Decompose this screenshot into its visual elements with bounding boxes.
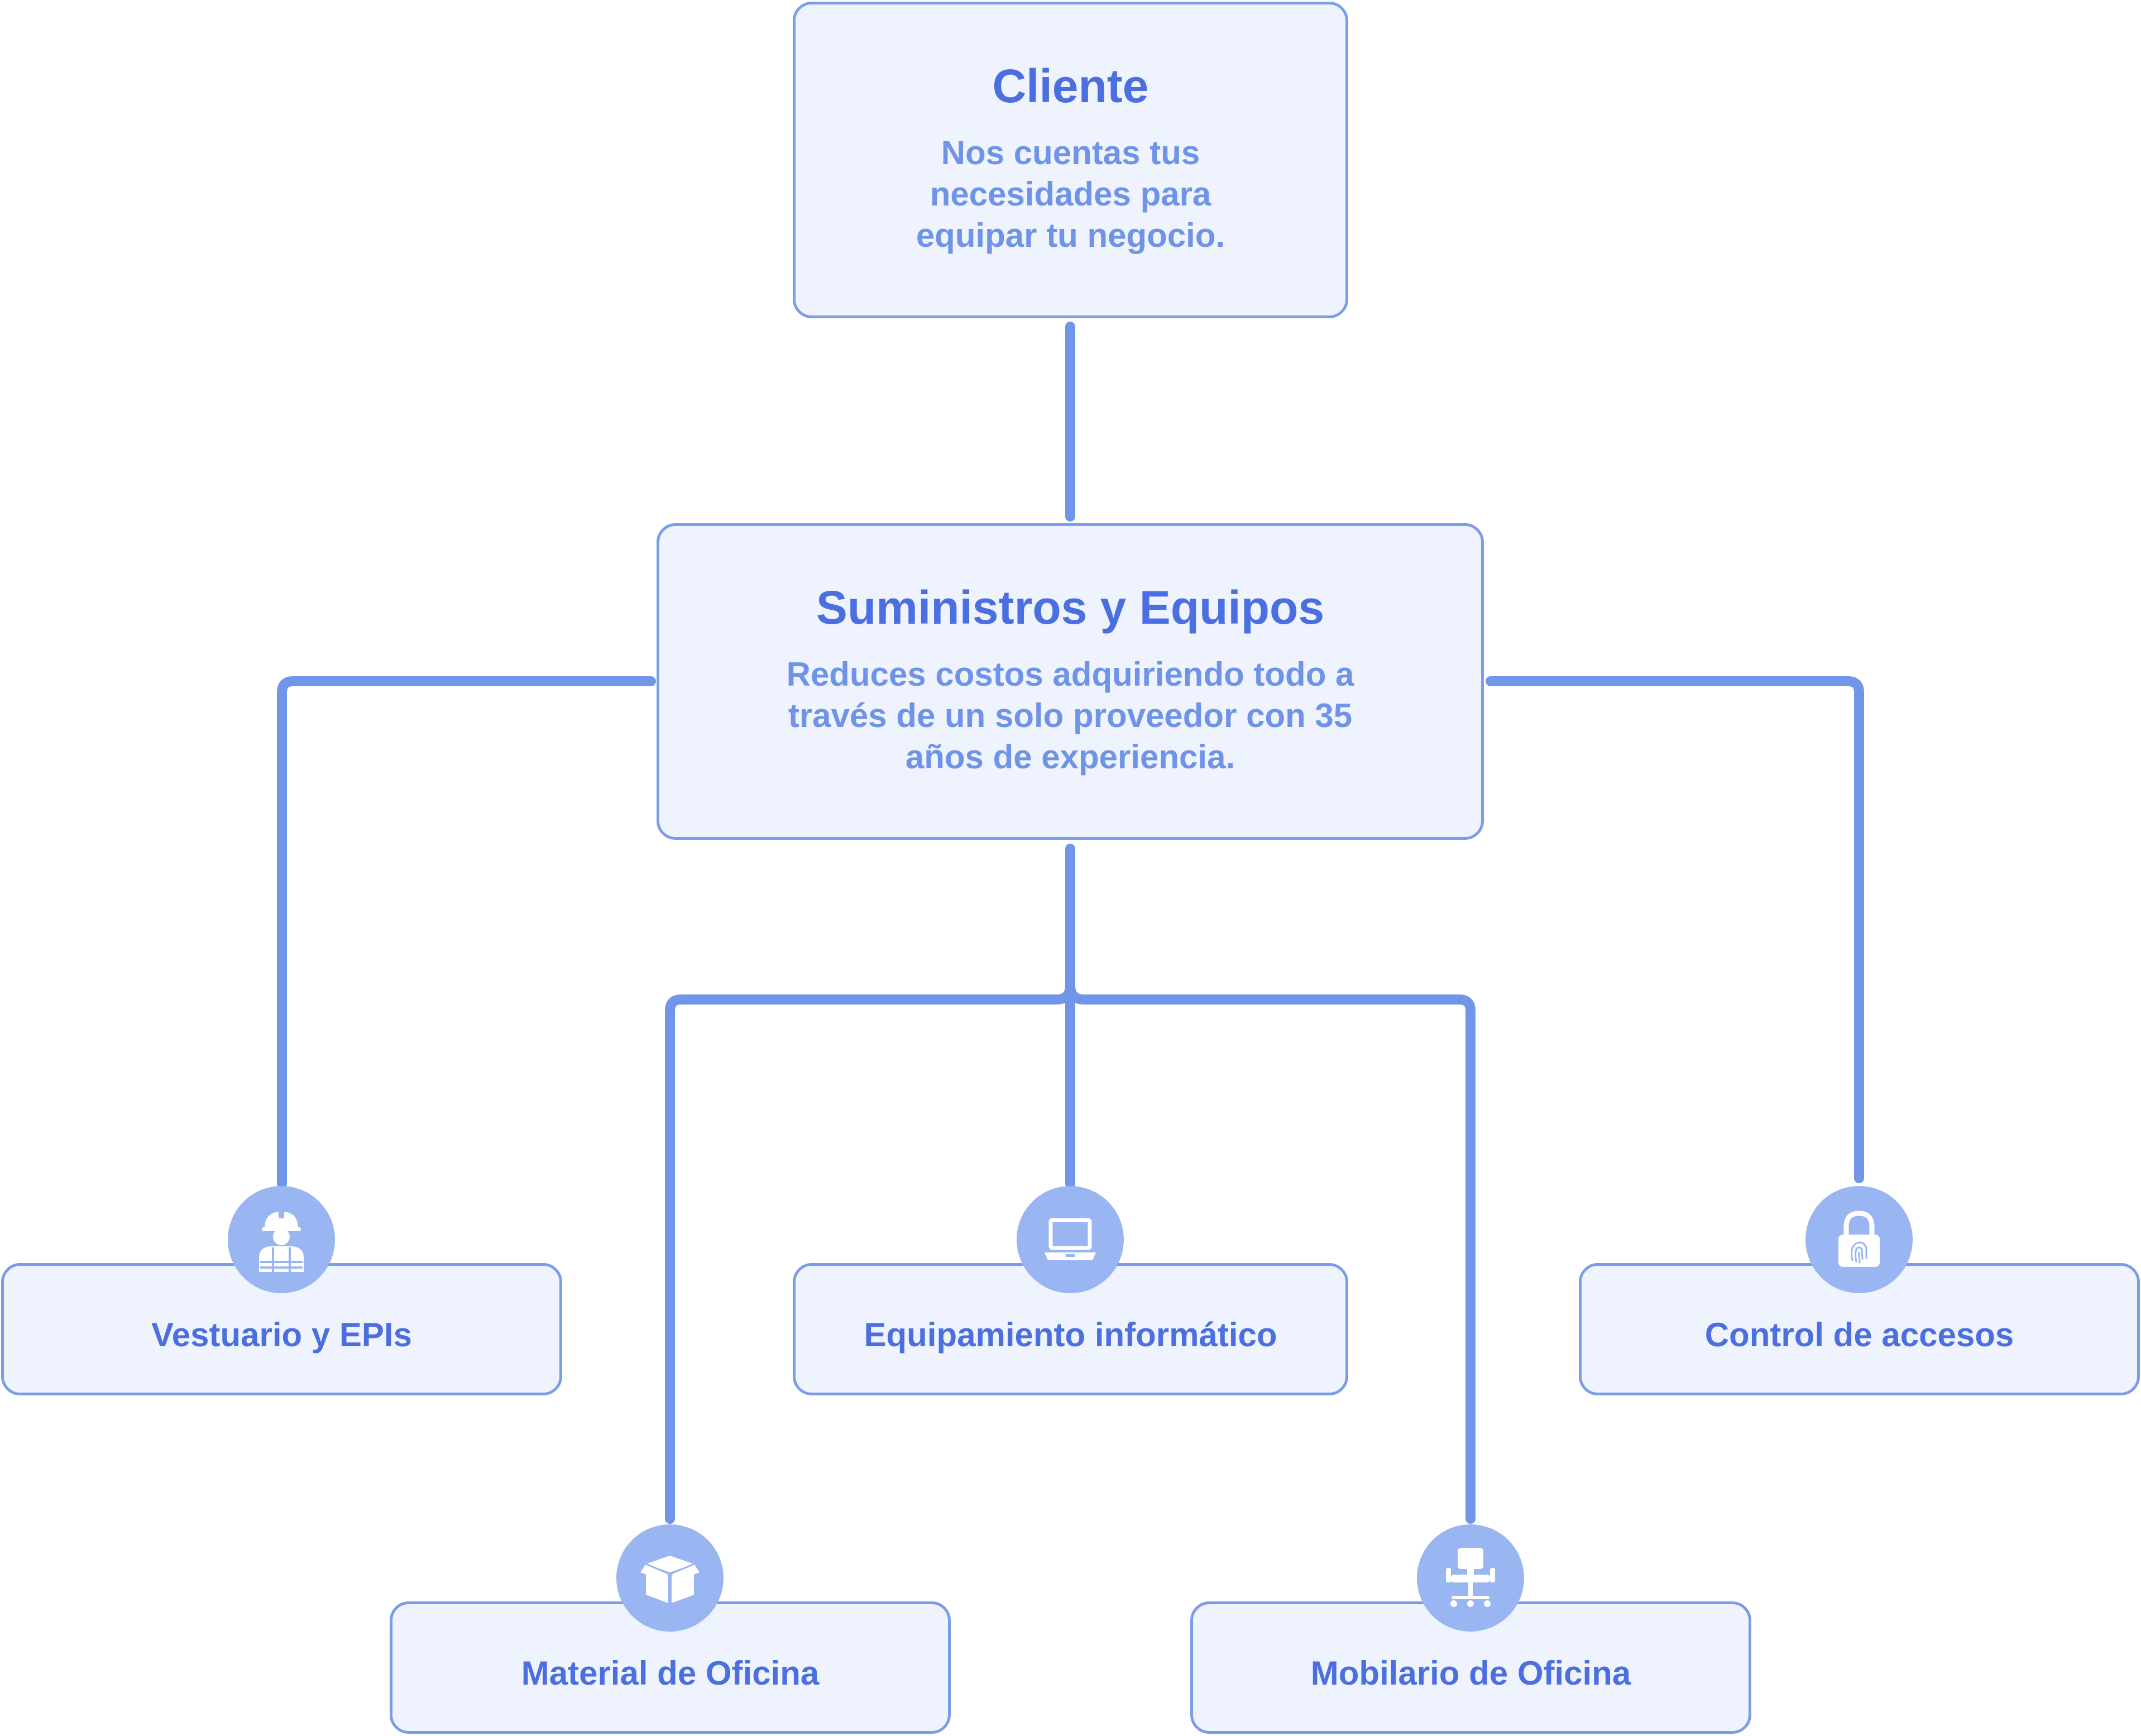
category-accesos-label: Control de accesos — [1704, 1316, 2014, 1354]
worker-icon — [228, 1186, 335, 1293]
laptop-icon — [1017, 1186, 1124, 1293]
connector-hub-to-oficina — [665, 981, 1075, 1524]
cliente-node: Cliente Nos cuentas tus necesidades para… — [793, 2, 1348, 318]
connector-hub-to-mobiliario — [1065, 981, 1476, 1524]
cliente-description: Nos cuentas tus necesidades para equipar… — [916, 134, 1225, 254]
connector-hub-to-vestuario — [277, 676, 656, 1189]
box-icon — [616, 1524, 724, 1632]
category-vestuario-label: Vestuario y EPIs — [151, 1316, 412, 1354]
cliente-title: Cliente — [992, 60, 1149, 112]
hub-node: Suministros y Equipos Reduces costos adq… — [657, 523, 1484, 840]
category-mobiliario-label: Mobilario de Oficina — [1310, 1654, 1631, 1692]
connector-hub-to-accesos — [1486, 676, 1864, 1183]
hub-title: Suministros y Equipos — [816, 581, 1325, 634]
fingerprint-lock-icon — [1805, 1186, 1913, 1293]
category-informatico-label: Equipamiento informático — [864, 1316, 1277, 1354]
office-chair-icon — [1417, 1524, 1524, 1632]
category-oficina-label: Material de Oficina — [521, 1654, 820, 1692]
hub-description: Reduces costos adquiriendo todo a través… — [786, 656, 1354, 776]
